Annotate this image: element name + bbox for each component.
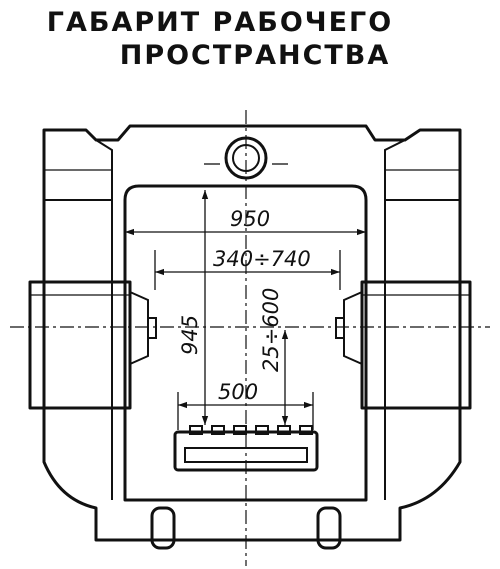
left-foot: [150, 506, 176, 550]
title-line-1: ГАБАРИТ РАБОЧЕГО: [46, 7, 394, 38]
bolster-slot: [184, 447, 308, 463]
left-slide-gib: [129, 291, 149, 365]
right-slide-gib: [343, 291, 363, 365]
dim-label-950: 950: [230, 207, 270, 231]
left-slide-pin: [147, 317, 157, 339]
top-port-inner: [232, 144, 260, 172]
bolster-clamps: [189, 425, 313, 435]
left-slide-block: [28, 280, 132, 410]
dim-label-500: 500: [218, 380, 258, 404]
dim-label-25-600: 25÷600: [259, 288, 283, 372]
top-port-outer: [224, 136, 268, 180]
title-line-2: ПРОСТРАНСТВА: [119, 40, 391, 71]
dim-label-340-740: 340÷740: [213, 247, 311, 271]
dim-label-945: 945: [178, 315, 202, 355]
working-space-window: [123, 184, 368, 502]
diagram-title: ГАБАРИТ РАБОЧЕГО ПРОСТРАНСТВА: [0, 6, 500, 72]
right-slide-block: [360, 280, 472, 410]
right-foot: [316, 506, 342, 550]
frame-outline: [42, 124, 462, 542]
right-slide-pin: [335, 317, 345, 339]
